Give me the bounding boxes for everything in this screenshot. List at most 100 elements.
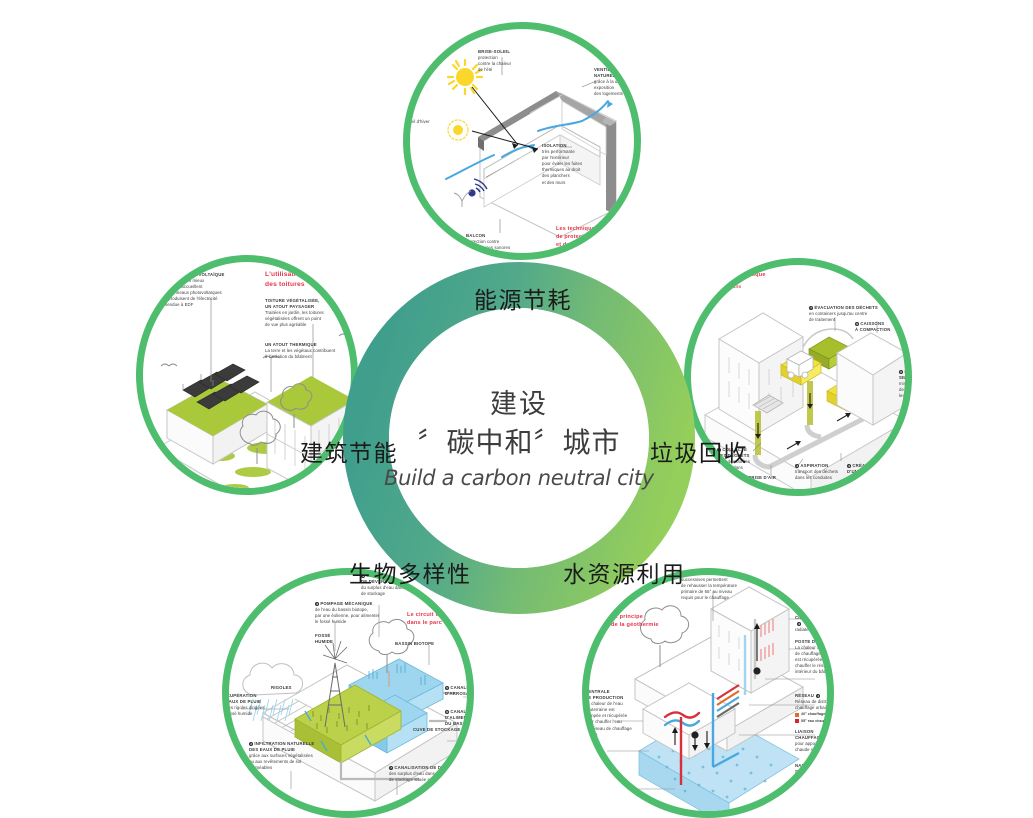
pipe-bundle [716,684,740,718]
annotation-ventilation: VENTILATION NATURELLE grâce à la double … [594,67,629,97]
water-headline: Le principe de la géothermie [611,614,659,629]
radiator-icons [760,619,774,661]
annotation-alimentation: 6CANALISATION D'ALIMENTATION DU BASSIN B… [445,709,467,727]
legend-swatch-menagers [691,280,693,285]
label-bassin-biotope: BASSIN BIOTOPE [395,641,435,646]
legend-item: DÉCHETS RECYCLABLES [691,285,741,290]
water-flow-arrows [304,710,372,752]
heat-exchanger [663,711,701,727]
step-badge-6: 6 [855,321,860,327]
petal-label-biodiversity[interactable]: 生物多样性 [349,561,472,587]
step-badge-5: 5 [899,369,904,375]
step-badge-7: 7 [809,305,814,311]
inline-step-badges [691,667,761,739]
annotation-apport-optimal: APPORT OPTIMAL de la chaleur du soleil d… [410,113,430,125]
energy-headline: Les techniques d'isolation, de protectio… [556,226,631,249]
tree-large [239,410,281,464]
annotation-silo-cyclone: 5BALAYAGE / SILO-CYCLONE mise en contain… [899,369,905,399]
annotation-reseau-forage-reinjection: 2RÉSEAU 1.2 Forage de réinjection situé … [589,781,635,811]
step-badge-3: 3 [797,621,802,627]
energy-illustration [445,57,617,238]
step-badge-7: 7 [389,765,394,771]
annotation-isolation: ISOLATION très performante par l'extérie… [542,143,583,185]
biodiversity-illustration [241,605,467,802]
waste-diagram: Le fonctionnement de la collecte pneumat… [691,265,905,489]
waste-illustration [703,312,905,489]
building-slabs [478,91,616,215]
ring-center-text: 建设 〞碳中和〞城市 Build a carbon neutral city [384,308,654,568]
pipe-swatch-55 [795,719,799,724]
step-badge-2: 2 [249,741,254,747]
pipe-legend-item: 40° chauffage [795,712,827,717]
rain-cloud-icon [242,662,303,722]
residential-building [709,586,791,694]
center-line-2: 〞碳中和〞城市 [417,426,621,458]
water-diagram: 2 POMPES À CHALEUR successives permetten… [589,575,827,811]
fosse-humide-planting [294,684,402,764]
step-badge-5: 5 [445,685,450,691]
tree-icon [368,618,415,673]
waste-truck [786,350,814,379]
label-fosse-humide: FOSSÉ HUMIDE [315,633,334,645]
petal-label-energy[interactable]: 能源节耗 [474,287,572,313]
petal-circle-waste[interactable]: Le fonctionnement de la collecte pneumat… [684,258,912,496]
annotation-toiture-vegetalisee: TOITURE VÉGÉTALISÉE, UN ATOUT PAYSAGER T… [265,298,324,328]
waste-collection-point [752,394,784,414]
annotation-arrosage: 5CANALISATION D'ARROSAGE DU PARC [445,685,467,697]
step-badge-4: 4 [361,575,366,579]
annotation-atout-thermique: UN ATOUT THERMIQUE La terre et les végét… [265,342,336,360]
winter-sun-icon [447,119,469,141]
step-badge-6: 6 [445,709,450,715]
airflow-arrows [445,100,609,180]
central-ring: 建设 〞碳中和〞城市 Build a carbon neutral city [343,262,695,614]
biodiversity-headline: Le circuit de l'eau dans le parc [407,612,458,627]
energy-diagram: BRISE-SOLEIL protection contre la chaleu… [410,29,634,253]
water-pipes [339,671,455,781]
petal-label-waste[interactable]: 垃圾回收 [650,440,748,466]
center-line-1: 建设 [490,389,548,420]
windmill-icon [322,640,348,728]
bird-icon [160,333,351,367]
summer-sun-icon [446,58,484,96]
step-badge-3: 3 [847,463,852,469]
annotation-reseau-forage-pompage: 1RÉSEAU 1.1 Forage de pompage de l'eau c… [589,741,623,771]
plant-sprig [453,190,472,207]
center-line-3: Build a carbon neutral city [384,465,654,490]
annotation-toiture-pv: TOITURE PHOTOVOLTAÏQUE Les toitures les … [161,272,225,308]
petal-circle-energy[interactable]: BRISE-SOLEIL protection contre la chaleu… [403,22,641,260]
leader-lines [471,86,539,150]
step-badge-4: 4 [816,693,821,699]
label-cuve-stockage: CUVE DE STOCKAGE [413,727,461,732]
annotation-liaison-chauffage: LIAISON CHAUFFAGE URBAIN pour apport d'e… [795,729,827,753]
petal-label-building[interactable]: 建筑节能 [300,440,398,466]
petal-label-water[interactable]: 水资源利用 [563,561,686,587]
pipe-swatch-40 [795,712,799,717]
annotation-centrale: CENTRALE DE PRODUCTION La chaleur de l'e… [589,689,632,737]
annotation-body: protection contre la chaleur de l'été [478,55,512,73]
petal-circle-water[interactable]: 2 POMPES À CHALEUR successives permetten… [582,568,834,818]
treatment-plant [836,332,905,426]
annotation-brise-soleil: BRISE-SOLEIL protection contre la chaleu… [478,49,512,73]
pipe-legend-item: 55° eau chaude [795,719,827,724]
petal-circle-building[interactable]: TOITURE PHOTOVOLTAÏQUE Les toitures les … [136,255,358,495]
water-illustration [607,586,815,811]
ring-graphic [343,262,695,614]
tree-small [280,383,313,428]
waste-legend: DÉCHETS MÉNAGERS DÉCHETS RECYCLABLES [691,279,741,290]
annotation-poste-livraison: POSTE DE LIVRAISON La chaleur du réseau … [795,639,827,675]
building-diagram: TOITURE PHOTOVOLTAÏQUE Les toitures les … [143,262,351,488]
annotation-nappe: NAPPE SOUTERRAINE de réseau d'eau chaude [795,763,827,781]
